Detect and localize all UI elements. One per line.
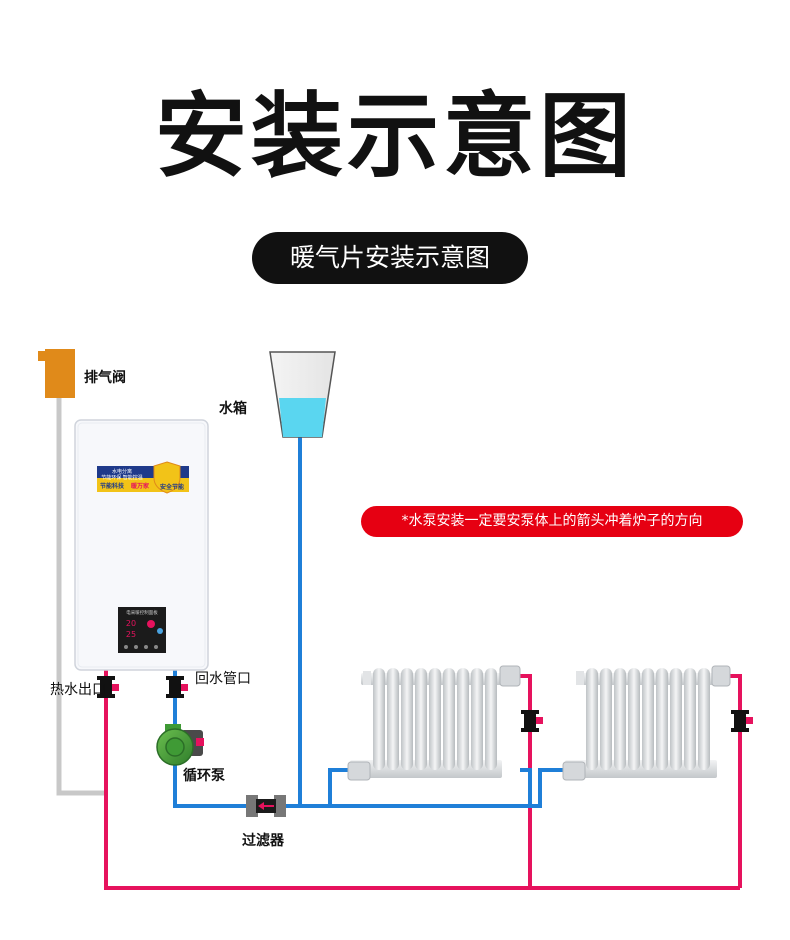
filter bbox=[246, 795, 286, 817]
subtitle-pill: 暖气片安装示意图 bbox=[252, 232, 528, 284]
badge-shield-text: 安全节能 bbox=[160, 483, 184, 491]
badge-left: 节能科技 bbox=[100, 482, 125, 490]
pump-direction-note: *水泵安装一定要安泵体上的箭头冲着炉子的方向 bbox=[361, 506, 743, 537]
return-water-pipe bbox=[173, 437, 565, 808]
label-circulation-pump: 循环泵 bbox=[183, 768, 225, 784]
badge-line2: 节能环保 智能控温 bbox=[101, 474, 143, 481]
panel-heat-icon bbox=[147, 620, 155, 628]
label-filter: 过滤器 bbox=[242, 833, 284, 849]
hot-outlet-valve bbox=[97, 676, 119, 698]
label-exhaust-valve: 排气阀 bbox=[84, 370, 126, 386]
radiator-2 bbox=[562, 665, 731, 781]
page-title: 安装示意图 bbox=[154, 83, 635, 190]
water-tank bbox=[269, 351, 336, 438]
label-water-tank: 水箱 bbox=[219, 401, 247, 417]
electric-boiler: 水电分离 节能环保 智能控温 节能科技 暖万家 安全节能 电采暖控制面板 20 … bbox=[74, 419, 209, 671]
radiator-1 bbox=[347, 665, 521, 781]
filter-arrow-icon bbox=[258, 802, 264, 810]
panel-header: 电采暖控制面板 bbox=[126, 609, 158, 616]
badge-brand: 暖万家 bbox=[131, 482, 149, 490]
circulation-pump bbox=[156, 724, 204, 766]
radiator-2-valve bbox=[731, 710, 753, 732]
panel-value2: 25 bbox=[126, 630, 136, 639]
exhaust-pipe bbox=[56, 395, 106, 796]
label-return-inlet: 回水管口 bbox=[195, 671, 251, 687]
label-hot-water-outlet: 热水出口 bbox=[50, 682, 106, 698]
return-inlet-valve bbox=[166, 676, 188, 698]
badge-line1: 水电分离 bbox=[112, 468, 132, 475]
shield-icon bbox=[153, 461, 181, 494]
panel-water-icon bbox=[157, 628, 163, 634]
panel-value1: 20 bbox=[126, 619, 136, 628]
exhaust-valve bbox=[38, 349, 75, 398]
radiator-1-valve bbox=[521, 710, 543, 732]
